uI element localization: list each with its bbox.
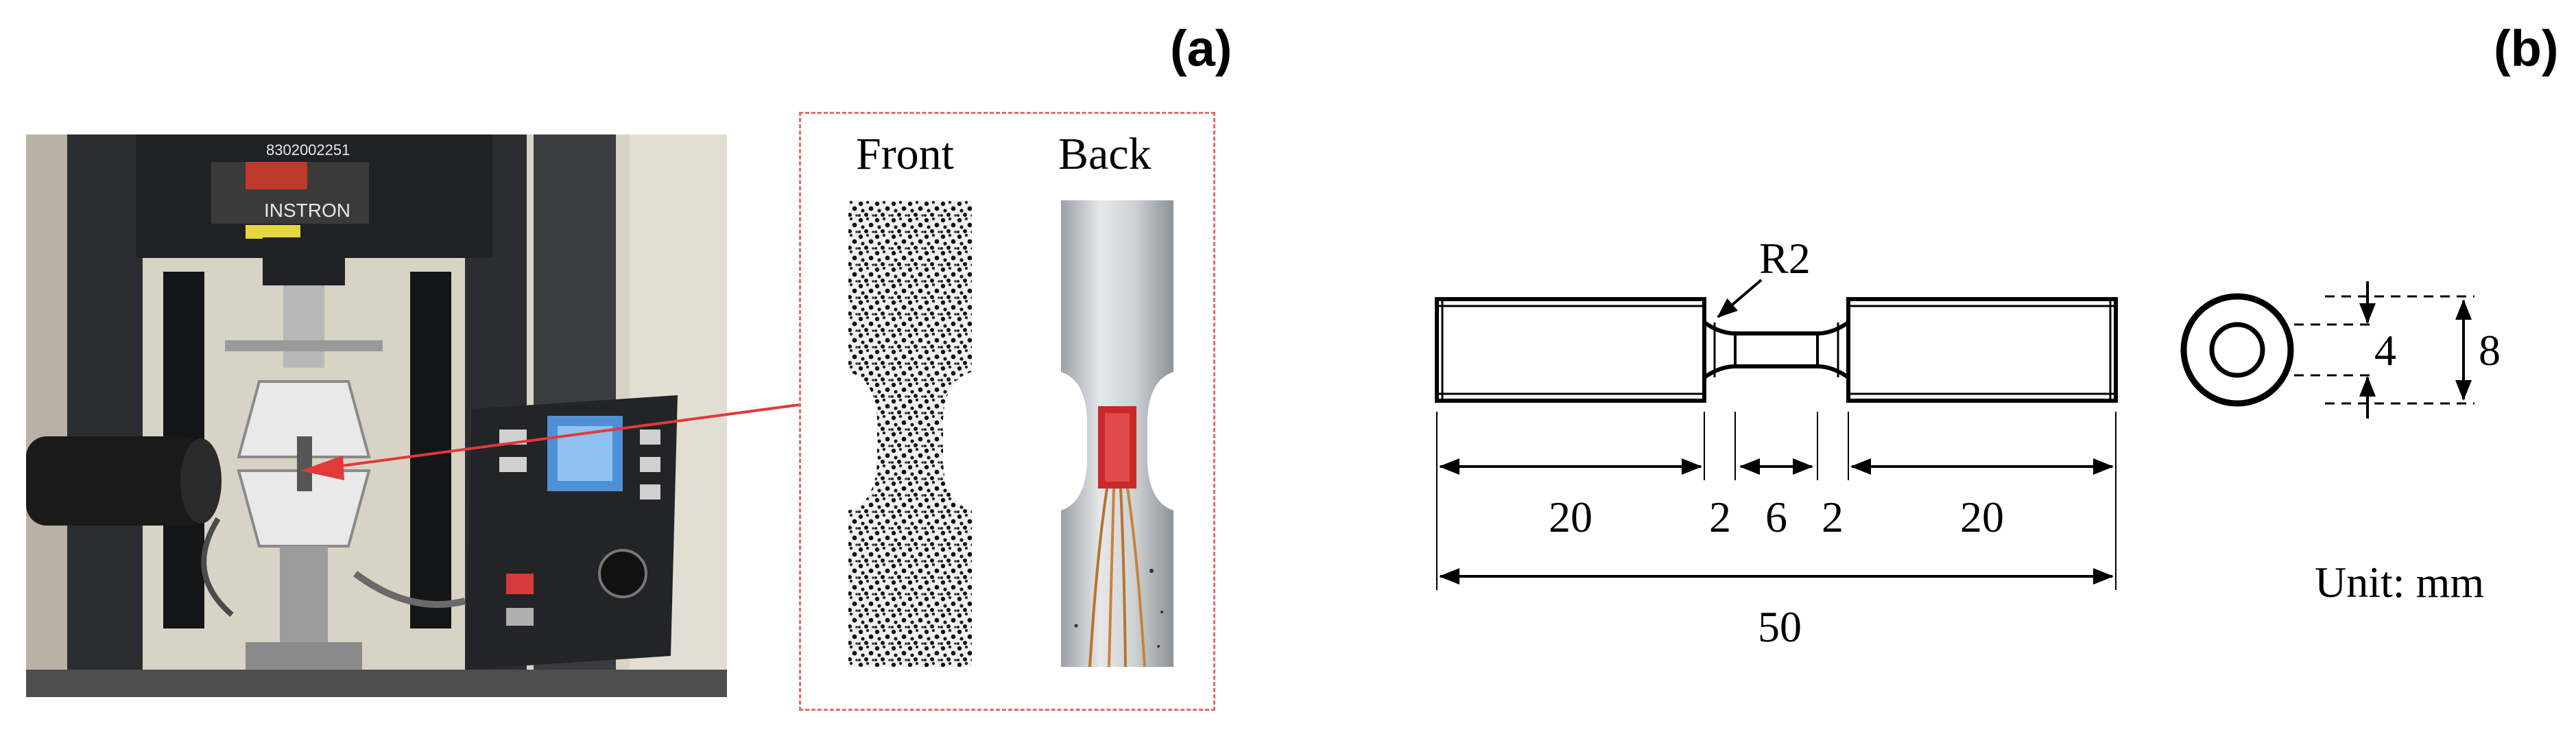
specimen-back-image	[1049, 200, 1186, 667]
dim-gauge: 6	[1765, 493, 1787, 541]
dim-outer-diameter: 8	[2479, 326, 2501, 375]
panel-label-b: (b)	[2494, 20, 2559, 77]
dim-total: 50	[1758, 602, 1802, 651]
dim-inner-diameter: 4	[2374, 326, 2396, 375]
outer-circle	[2180, 293, 2294, 407]
back-label: Back	[1058, 129, 1152, 179]
front-label: Front	[856, 129, 955, 179]
dim-right-fillet: 2	[1822, 493, 1844, 541]
diameter-extension-lines	[2294, 295, 2474, 405]
gauge-top-profile	[1702, 299, 1850, 336]
specimen-cross-section	[2180, 293, 2294, 407]
left-grip-section	[1435, 297, 1706, 403]
inner-circle	[2209, 322, 2265, 378]
unit-label: Unit: mm	[2315, 558, 2484, 607]
machine-serial: 8302002251	[266, 141, 350, 158]
right-grip-section	[1846, 297, 2118, 403]
extension-lines	[1436, 412, 2116, 590]
panel-label-a: (a)	[1170, 20, 1232, 77]
machine-brand: INSTRON	[264, 200, 350, 221]
dim-left-grip: 20	[1549, 493, 1593, 541]
specimen-inset: Front Back	[799, 112, 1215, 711]
radius-label: R2	[1759, 234, 1811, 283]
radius-leader	[1717, 279, 1763, 318]
dim-left-fillet: 2	[1709, 493, 1731, 541]
specimen-side-view	[1435, 297, 2118, 403]
gauge-bottom-profile	[1702, 364, 1850, 401]
specimen-front-image	[842, 200, 979, 667]
dim-right-grip: 20	[1960, 493, 2004, 541]
